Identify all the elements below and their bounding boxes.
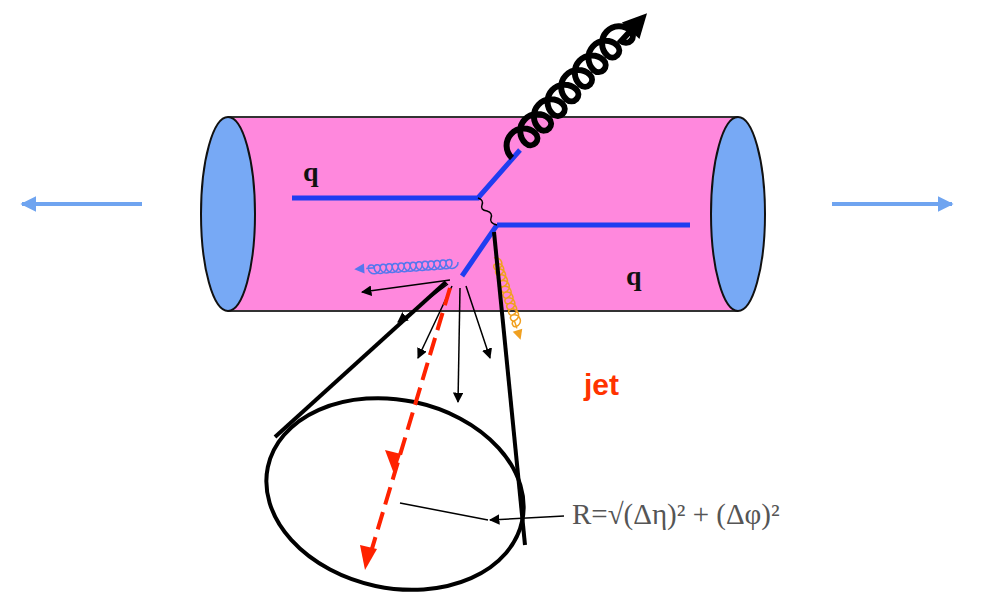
radius-line: [400, 503, 488, 520]
cone-base: [248, 375, 541, 597]
gluon-coil: [500, 16, 639, 163]
jet-label: jet: [584, 370, 619, 400]
cone-edge: [494, 232, 525, 545]
quark-label: q: [626, 262, 642, 290]
arrowhead-shape: [385, 450, 401, 474]
beam-arrow: [22, 202, 142, 206]
exchange-line: [478, 198, 497, 225]
cylinder-cap: [201, 117, 255, 311]
cylinder-edge: [228, 116, 738, 118]
leader-line: [490, 516, 564, 520]
gluon-coil: [366, 259, 458, 274]
beam-arrow: [832, 202, 952, 206]
quark-line: [292, 150, 520, 198]
cone-edge: [275, 282, 446, 437]
quark-line: [462, 225, 497, 276]
quark-line: [497, 223, 690, 228]
arrowhead-shape: [622, 5, 656, 39]
jet-axis: [368, 288, 450, 562]
arrowhead-shape: [354, 264, 365, 275]
arrowhead-shape: [513, 329, 526, 342]
cylinder-cap: [711, 117, 765, 311]
particle-arrow: [466, 286, 490, 358]
gluon: [489, 256, 526, 341]
gluon: [500, 2, 656, 167]
arrowhead-shape: [360, 545, 377, 570]
radius-formula: R=√(Δη)² + (Δφ)²: [572, 500, 780, 529]
quark-label: q: [303, 158, 319, 186]
collision-cylinder: [228, 117, 738, 311]
particle-arrow: [458, 288, 460, 402]
gluon: [354, 257, 459, 275]
cylinder-edge: [228, 310, 738, 312]
